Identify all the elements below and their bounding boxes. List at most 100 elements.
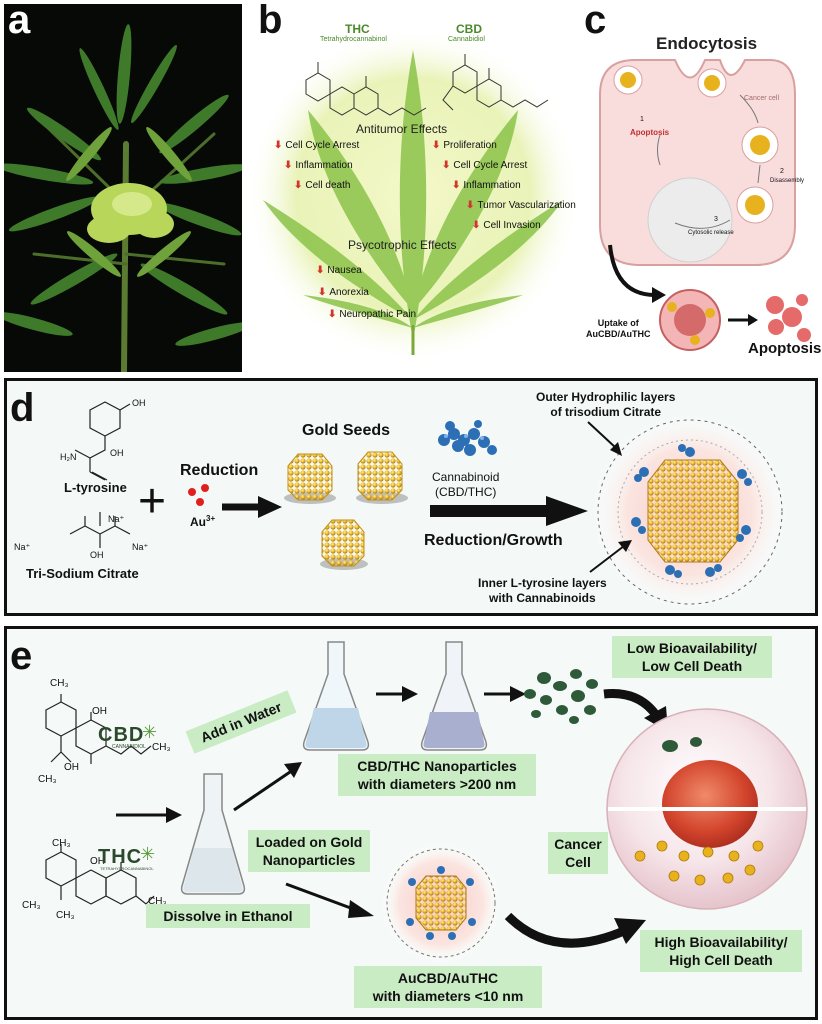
thc-ch3-left: CH₃ — [22, 900, 41, 911]
au-ion-label: Au3+ — [190, 514, 216, 529]
thc-effects-list: ⬇Cell Cycle Arrest ⬇Inflammation ⬇Cell d… — [274, 136, 359, 196]
panel-label-c: c — [584, 0, 607, 42]
down-arrow-icon: ⬇ — [318, 287, 327, 298]
thc-structure — [45, 844, 155, 905]
effect-item: ⬇Cell death — [294, 180, 351, 191]
cannabis-plant-image — [4, 4, 242, 372]
nucleus — [647, 177, 733, 263]
cell-nucleus — [662, 760, 758, 848]
cbd-oh-bottom: OH — [64, 762, 79, 773]
tyrosine-oh: OH — [132, 398, 146, 408]
effect-item: ⬇Inflammation — [452, 180, 521, 191]
cbd-ch3-top: CH₃ — [50, 678, 69, 689]
cbd-logo: CBD — [98, 724, 145, 746]
low-bioavailability-label: Low Bioavailability/ Low Cell Death — [612, 636, 772, 678]
gold-core — [647, 459, 739, 563]
down-arrow-icon: ⬇ — [316, 265, 325, 276]
effect-item: ⬇Cell Cycle Arrest — [442, 160, 528, 171]
cbd-thc-nanoparticles-label: CBD/THC Nanoparticles with diameters >20… — [338, 754, 536, 796]
flask-to-flask-arrow — [376, 686, 418, 702]
cbd-effects-list: ⬇Proliferation ⬇Cell Cycle Arrest ⬇Infla… — [432, 136, 576, 236]
au-np-diameter-label: AuCBD/AuTHC with diameters <10 nm — [354, 966, 542, 1008]
cancer-cell-sphere — [606, 708, 808, 910]
process-arrows — [657, 94, 761, 229]
reactant-molecules — [69, 401, 131, 548]
reduction-growth-label: Reduction/Growth — [424, 532, 563, 549]
water-flask — [302, 641, 370, 751]
citrate-na-right: Na⁺ — [132, 542, 149, 552]
thc-molecule — [305, 62, 427, 116]
disassembly-label: Disassembly — [770, 178, 805, 184]
cbd-ch3-bottom: CH₃ — [38, 774, 57, 785]
cbd-ch3-right: CH₃ — [152, 742, 171, 753]
thc-ch3-mid: CH₃ — [56, 910, 75, 921]
high-bioavailability-label: High Bioavailability/ High Cell Death — [640, 930, 802, 972]
cannabinoid-clusters — [631, 444, 752, 578]
effect-item: ⬇Nausea — [316, 265, 362, 276]
cbd-structure — [45, 694, 152, 764]
effect-item: ⬇Proliferation — [432, 140, 497, 151]
citrate-label: Tri-Sodium Citrate — [26, 566, 139, 581]
thc-oh: OH — [90, 856, 105, 867]
apoptotic-bodies — [766, 294, 811, 342]
cbd-title: CBD — [456, 22, 482, 36]
cbd-oh-top: OH — [92, 706, 107, 717]
down-arrow-icon: ⬇ — [284, 160, 293, 171]
au-ions-icon — [188, 484, 209, 506]
cbd-leaf-icon: ✳ — [142, 722, 158, 742]
gold-seeds-illustration — [284, 451, 408, 570]
panel-label-b: b — [258, 0, 283, 42]
growth-arrow — [430, 496, 588, 526]
cannabinoid-label: Cannabinoid (CBD/THC) — [432, 470, 500, 499]
psychotropic-heading: Psycotrophic Effects — [348, 238, 457, 252]
down-arrow-icon: ⬇ — [452, 180, 461, 191]
down-arrow-icon: ⬇ — [472, 220, 481, 231]
down-arrow-icon: ⬇ — [274, 140, 283, 151]
tyrosine-ring — [89, 401, 121, 437]
au-cannabinoid-nanoparticle — [381, 843, 501, 963]
panel-label-a: a — [8, 0, 31, 42]
citrate-na-top: Na⁺ — [108, 514, 125, 524]
step-number: 3 — [714, 216, 718, 223]
panel-label-d: d — [10, 386, 35, 430]
thc-leaf-icon: ✳ — [140, 844, 156, 864]
outer-label-pointer — [587, 421, 622, 456]
cbd-logo-sub: CANNABIDIOL — [112, 744, 146, 750]
large-aggregates — [524, 669, 598, 724]
plus-sign: + — [138, 475, 167, 528]
down-arrow-icon: ⬇ — [442, 160, 451, 171]
cancer-cell-label: Cancer cell — [744, 95, 780, 102]
citrate-na-left: Na⁺ — [14, 542, 31, 552]
cbd-molecule — [442, 54, 549, 111]
reduction-label: Reduction — [180, 462, 259, 479]
antitumor-heading: Antitumor Effects — [356, 122, 448, 136]
effect-item: ⬇Neuropathic Pain — [328, 309, 417, 320]
thc-title: THC — [345, 22, 370, 36]
endocytosis-diagram — [599, 59, 811, 351]
step-number: 2 — [780, 168, 784, 175]
effect-item: ⬇Cell Cycle Arrest — [274, 140, 360, 151]
outer-layer-label: Outer Hydrophilic layers of trisodium Ci… — [536, 390, 676, 419]
reduction-arrow — [222, 496, 282, 518]
to-aggregates-arrow — [484, 686, 526, 702]
dissolve-ethanol-label: Dissolve in Ethanol — [146, 904, 310, 928]
cannabis-leaf-shape — [263, 50, 563, 340]
thc-logo-sub: TETRAHYDROCANNABINOL — [100, 866, 154, 871]
down-arrow-icon: ⬇ — [328, 309, 337, 320]
apoptosis-label: Apoptosis — [748, 340, 822, 357]
vesicles — [613, 65, 779, 224]
nanoparticle-flask — [420, 641, 488, 751]
panel-label-e: e — [10, 634, 33, 678]
thc-ch3-top: CH₃ — [52, 838, 71, 849]
effect-item: ⬇Tumor Vascularization — [466, 200, 576, 211]
gold-nanoparticle-illustration — [592, 414, 788, 610]
effect-item: ⬇Cell Invasion — [472, 220, 541, 231]
tyrosine-nh2: H₂N — [60, 452, 77, 462]
uptake-arrow — [608, 244, 656, 297]
down-arrow-icon: ⬇ — [294, 180, 303, 191]
effect-item: ⬇Inflammation — [284, 160, 353, 171]
down-arrow-icon: ⬇ — [466, 200, 475, 211]
inner-layer-label: Inner L-tyrosine layers with Cannabinoid… — [478, 576, 607, 605]
thc-subtitle: Tetrahydrocannabinol — [320, 36, 387, 43]
down-arrow-icon: ⬇ — [432, 140, 441, 151]
